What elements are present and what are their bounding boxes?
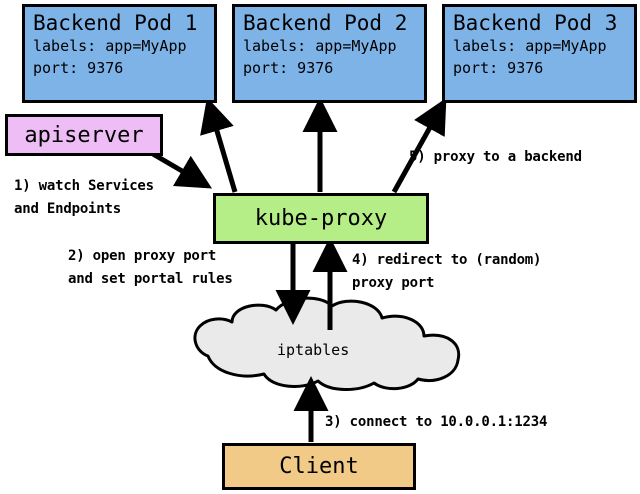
kube-proxy-node[interactable]: kube-proxy — [213, 193, 429, 244]
apiserver-label: apiserver — [24, 122, 144, 148]
backend-pod-1-port: port: 9376 — [33, 59, 124, 77]
backend-pod-1-labels: labels: app=MyApp — [33, 37, 187, 56]
backend-pod-2-labels: labels: app=MyApp — [243, 37, 397, 56]
arrow-kubeproxy-to-pod3 — [391, 97, 447, 194]
client-label: Client — [279, 454, 359, 479]
apiserver-node[interactable]: apiserver — [5, 114, 163, 156]
backend-pod-1-title: Backend Pod 1 — [33, 11, 198, 35]
client-node[interactable]: Client — [222, 443, 416, 490]
arrow-kubeproxy-to-pod1 — [200, 97, 238, 193]
step-1-label-line-1: 1) watch Services — [14, 178, 154, 194]
arrow-apiserver-to-kubeproxy — [151, 151, 213, 189]
step-2-label-line-1: 2) open proxy port — [68, 248, 217, 264]
backend-pod-1[interactable]: Backend Pod 1 labels: app=MyApp port: 93… — [22, 4, 217, 103]
step-2-label-line-2: and set portal rules — [68, 271, 233, 287]
step-5-label: 5) proxy to a backend — [409, 149, 582, 165]
backend-pod-3-title: Backend Pod 3 — [453, 11, 618, 35]
backend-pod-3[interactable]: Backend Pod 3 labels: app=MyApp port: 93… — [442, 4, 637, 103]
backend-pod-3-labels: labels: app=MyApp — [453, 37, 607, 56]
step-3-label: 3) connect to 10.0.0.1:1234 — [325, 414, 548, 430]
backend-pod-2[interactable]: Backend Pod 2 labels: app=MyApp port: 93… — [232, 4, 427, 103]
step-1-label-line-2: and Endpoints — [14, 201, 121, 217]
backend-pod-3-port: port: 9376 — [453, 59, 544, 77]
backend-pod-2-title: Backend Pod 2 — [243, 11, 408, 35]
iptables-label: iptables — [277, 341, 350, 359]
backend-pod-2-port: port: 9376 — [243, 59, 334, 77]
step-4-label-line-2: proxy port — [352, 275, 435, 291]
kube-proxy-label: kube-proxy — [254, 206, 388, 231]
step-4-label-line-1: 4) redirect to (random) — [352, 252, 542, 268]
